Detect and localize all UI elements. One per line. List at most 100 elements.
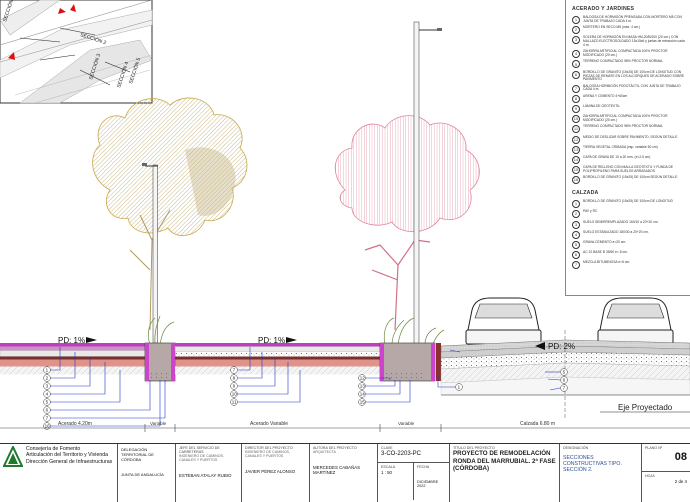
organization-cell: Consejería de Fomento Articulación del T… (0, 444, 118, 502)
callout-number: 16 (43, 422, 51, 430)
road-section (440, 339, 690, 396)
svg-text:13: 13 (360, 384, 366, 389)
callout-number: 2 (43, 374, 51, 382)
callout-number: 6 (560, 376, 568, 384)
svg-text:15: 15 (360, 400, 366, 405)
callouts-left (50, 347, 166, 427)
callout-number: 4 (43, 390, 51, 398)
callout-number: 11 (230, 398, 238, 406)
svg-text:12: 12 (360, 376, 366, 381)
callout-number: 7 (230, 366, 238, 374)
callout-number: 5 (560, 368, 568, 376)
slope-label: PD: 2% (548, 342, 575, 351)
callout-number: 6 (43, 406, 51, 414)
tree-right (334, 115, 480, 331)
slope-label: PD: 1% (258, 336, 285, 345)
svg-text:6: 6 (46, 408, 49, 413)
project-title-cell: TÍTULO DEL PROYECTO PROYECTO DE REMODELA… (450, 444, 560, 502)
svg-text:14: 14 (360, 392, 366, 397)
sheet-number-cell: PLANO Nº 08 HOJA 2 de 4 (642, 444, 690, 502)
dimension-label: Acerado Variable (250, 421, 288, 427)
junta-andalucia-logo-icon (2, 444, 24, 468)
dimension-label: Variable (398, 421, 415, 426)
sidewalk-middle-section (174, 343, 381, 375)
svg-text:1: 1 (458, 385, 461, 390)
slope-label: PD: 1% (58, 336, 85, 345)
sidewalk-left-section (0, 343, 146, 375)
svg-text:7: 7 (233, 368, 236, 373)
callout-number: 7 (43, 414, 51, 422)
organization-name: Consejería de Fomento Articulación del T… (26, 446, 113, 465)
callout-number: 12 (358, 374, 366, 382)
car-right (597, 297, 674, 350)
legend-title-road: CALZADA (572, 190, 599, 197)
svg-text:2: 2 (46, 376, 49, 381)
dimension-line: Acerado 4.20m Variable Acerado Variable … (0, 421, 690, 432)
callout-number: 14 (358, 390, 366, 398)
callouts-pit (366, 377, 411, 403)
legend-title-sidewalk: ACERADO Y JARDINES (572, 6, 635, 12)
callout-number: 10 (230, 390, 238, 398)
svg-text:3: 3 (46, 384, 49, 389)
svg-text:8: 8 (233, 376, 236, 381)
svg-text:9: 9 (233, 384, 236, 389)
svg-text:10: 10 (232, 392, 238, 397)
callout-numbers: 1 2 3 4 5 6 7 16 7 8 9 10 11 12 13 14 15… (43, 366, 568, 430)
tree-left (92, 97, 248, 331)
callouts-road (437, 349, 561, 391)
svg-text:1: 1 (46, 368, 49, 373)
callout-number: 8 (230, 374, 238, 382)
eje-label: Eje Proyectado (618, 403, 673, 412)
callout-number: 1 (43, 366, 51, 374)
dimension-label: Calzada 6.80 m (520, 421, 555, 427)
designation-cell: DESIGNACIÓN SECCIONES CONSTRUCTIVAS TIPO… (560, 444, 642, 502)
slope-marker-right: PD: 2% (535, 342, 575, 351)
slope-marker-left: PD: 1% (58, 336, 97, 345)
director-cell: DIRECTOR DEL PROYECTO Ingeniero de Camin… (242, 444, 310, 502)
svg-text:16: 16 (45, 424, 51, 429)
clave-escala-fecha-cell: CLAVE 3-CO-2203-PC ESCALA 1 : 50 FECHA D… (378, 444, 450, 502)
svg-text:11: 11 (232, 400, 237, 405)
dimension-label: Acerado 4.20m (58, 421, 92, 427)
svg-text:7: 7 (563, 386, 566, 391)
callout-number: 13 (358, 382, 366, 390)
autora-cell: AUTORA DEL PROYECTO Arquitecta MERCEDES … (310, 444, 378, 502)
callout-number: 7 (560, 384, 568, 392)
svg-text:7: 7 (46, 416, 49, 421)
car-left (465, 297, 542, 350)
svg-text:4: 4 (46, 392, 49, 397)
svg-text:6: 6 (563, 378, 566, 383)
slope-marker-middle: PD: 1% (258, 336, 297, 345)
callout-number: 1 (455, 383, 463, 391)
dimension-label: Variable (150, 421, 167, 426)
callouts-middle (238, 347, 301, 403)
title-block: Consejería de Fomento Articulación del T… (0, 443, 690, 502)
callout-number: 9 (230, 382, 238, 390)
shrubs (148, 315, 445, 349)
key-map: SECCIÓN 1 SECCIÓN 2 SECCIÓN 3 SECCIÓN 4 … (0, 0, 153, 104)
jefe-servicio-cell: JEFE DEL SERVICIO DE CARRETERAS Ingenier… (176, 444, 242, 502)
